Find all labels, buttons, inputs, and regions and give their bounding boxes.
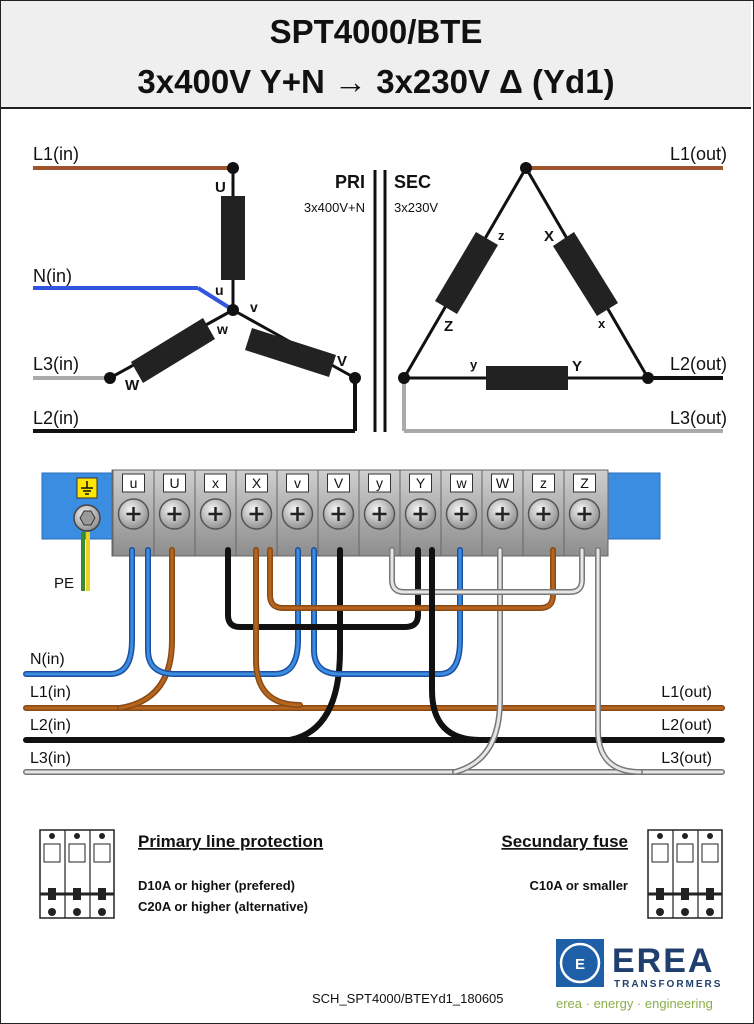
terminal-z: z [522, 470, 560, 556]
terminal-label-w: w [455, 475, 467, 491]
label-L3-out: L3(out) [670, 408, 727, 428]
terminal-v: v [276, 470, 314, 556]
title: SPT4000/BTE [269, 13, 483, 50]
doc-id: SCH_SPT4000/BTEYd1_180605 [312, 991, 504, 1006]
label-L3-in: L3(in) [33, 354, 79, 374]
primary-protection-line-1: D10A or higher (prefered) [138, 878, 295, 893]
sec-label: SEC [394, 172, 431, 192]
secondary-breaker-icon [647, 829, 723, 919]
term-W-label: W [125, 377, 140, 394]
primary-star-winding [33, 162, 361, 433]
terminal-V: V [317, 470, 355, 556]
terminal-label-y: y [376, 475, 383, 491]
terminal-label-W: W [496, 475, 510, 491]
term-X-label: X [544, 228, 554, 245]
secondary-fuse-title: Secundary fuse [501, 832, 628, 851]
terminal-x: x [194, 470, 232, 556]
terminal-Y: Y [399, 470, 437, 556]
primary-protection-title: Primary line protection [138, 832, 323, 851]
terminal-Z: Z [563, 470, 601, 556]
label-L2-out: L2(out) [670, 354, 727, 374]
term-V-label: V [337, 353, 347, 370]
wire-label-L1-in: L1(in) [30, 684, 71, 701]
primary-breaker-icon [39, 829, 115, 919]
term-Z-label: Z [444, 318, 453, 335]
terminal-label-x: x [212, 475, 219, 491]
header: SPT4000/BTE 3x400V Y+N → 3x230V Δ (Yd1) [1, 1, 751, 109]
terminal-U: U [153, 470, 191, 556]
term-v-label: v [250, 299, 258, 315]
pe-label: PE [54, 575, 74, 592]
label-L2-in: L2(in) [33, 408, 79, 428]
label-L1-out: L1(out) [670, 144, 727, 164]
terminal-label-v: v [294, 475, 301, 491]
wiring-harness [23, 547, 725, 775]
wire-label-N-in: N(in) [30, 651, 65, 668]
terminal-label-z: z [540, 475, 547, 491]
term-z-label: z [498, 228, 505, 243]
terminal-X: X [235, 470, 273, 556]
wire-label-L3-out: L3(out) [661, 750, 712, 767]
term-w-label: w [216, 321, 228, 337]
primary-protection-line-2: C20A or higher (alternative) [138, 899, 308, 914]
terminal-label-u: u [130, 475, 138, 491]
terminal-label-X: X [252, 475, 262, 491]
terminal-u: u [112, 470, 150, 556]
brand-name: EREA [612, 942, 714, 980]
pri-voltage: 3x400V+N [304, 200, 365, 215]
svg-text:E: E [575, 956, 585, 973]
wire-label-L3-in: L3(in) [30, 750, 71, 767]
terminal-y: y [358, 470, 396, 556]
terminal-label-Y: Y [416, 475, 426, 491]
secondary-fuse-line-1: C10A or smaller [529, 878, 628, 893]
terminal-w: w [440, 470, 478, 556]
wire-label-L1-out: L1(out) [661, 684, 712, 701]
terminal-label-V: V [334, 475, 344, 491]
label-N-in: N(in) [33, 266, 72, 286]
subtitle: 3x400V Y+N → 3x230V Δ (Yd1) [137, 63, 615, 100]
label-L1-in: L1(in) [33, 144, 79, 164]
terminal-label-Z: Z [580, 475, 589, 491]
wire-label-L2-out: L2(out) [661, 717, 712, 734]
erea-logo-icon: E [556, 939, 604, 987]
pri-label: PRI [335, 172, 365, 192]
secondary-delta-winding [398, 162, 723, 433]
terminal-W: W [481, 470, 519, 556]
term-u-label: u [215, 282, 224, 298]
sec-voltage: 3x230V [394, 200, 438, 215]
brand-tagline: erea · energy · engineering [556, 996, 713, 1011]
wire-label-L2-in: L2(in) [30, 717, 71, 734]
term-U-label: U [215, 179, 226, 196]
brand-sub: TRANSFORMERS [614, 979, 722, 990]
term-x-label: x [598, 316, 606, 331]
term-Y-label: Y [572, 358, 582, 375]
terminal-label-U: U [169, 475, 179, 491]
term-y-label: y [470, 357, 478, 372]
pe-terminal [73, 477, 101, 591]
